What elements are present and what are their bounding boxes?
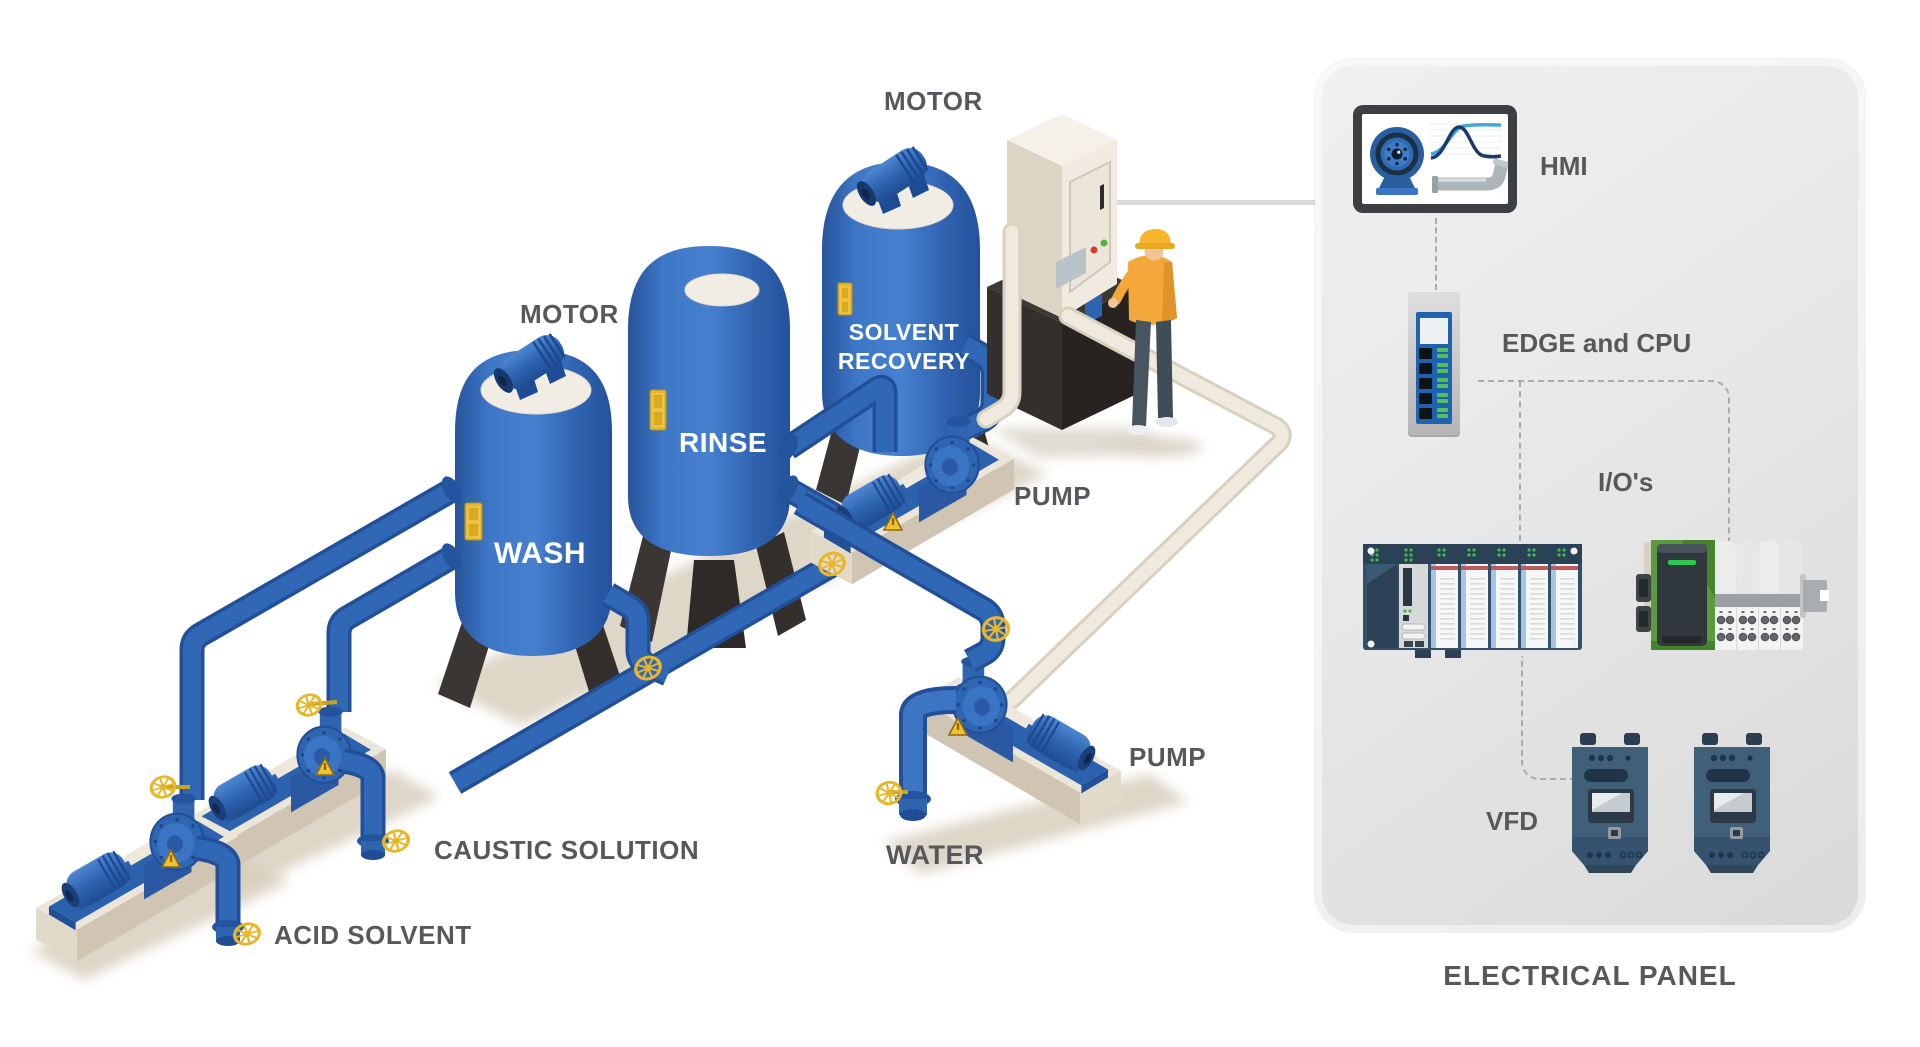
vfd-drive: [1693, 733, 1771, 874]
pump-label-water: PUMP: [1129, 742, 1207, 772]
status-led: [1668, 560, 1696, 565]
tank-motor-icon: [493, 333, 566, 400]
connector-line: [1117, 200, 1317, 205]
pump-label-solvent: PUMP: [1014, 481, 1092, 511]
pipe-icon: [1432, 158, 1508, 193]
worker: [1108, 229, 1178, 435]
water-label: WATER: [886, 840, 984, 870]
solvent-recovery-label: SOLVENT RECOVERY: [837, 319, 971, 374]
edge-cpu-label: EDGE and CPU: [1502, 328, 1692, 358]
electrical-panel-title: ELECTRICAL PANEL: [1443, 960, 1737, 991]
control-cabinet: [1007, 114, 1117, 318]
edge-display: [1420, 318, 1448, 344]
plc-rack: [1363, 544, 1582, 658]
dashed-connector-plc-vfd: [1521, 656, 1572, 780]
rinse-tank-label: RINSE: [679, 427, 768, 458]
acid-solvent-label: ACID SOLVENT: [274, 920, 472, 950]
tank-motor-icon: [856, 146, 929, 214]
valve-handwheel-icon: [147, 547, 1012, 949]
hmi-label: HMI: [1540, 151, 1588, 181]
vfd-label: VFD: [1486, 806, 1538, 836]
electrical-panel: HMI EDGE and CPU: [1315, 59, 1865, 932]
pump-icon: [1370, 127, 1424, 195]
vfd-drive: [1571, 733, 1649, 874]
remote-io-module: [1636, 540, 1829, 650]
wash-tank-label: WASH: [494, 537, 586, 570]
dashed-connector-edge-plc: [1519, 381, 1521, 541]
stop-button: [1090, 246, 1098, 254]
dashed-connector-edge-io: [1478, 380, 1730, 544]
io-label: I/O's: [1598, 467, 1654, 497]
motor-label-wash: MOTOR: [520, 299, 619, 329]
motor-label-solvent: MOTOR: [884, 86, 983, 116]
trend-curves-icon: [1430, 123, 1502, 160]
start-button: [1100, 239, 1108, 247]
plc-cpu-module: [1399, 564, 1428, 648]
wash-tank: [438, 333, 626, 708]
edge-cpu-device: [1408, 290, 1460, 437]
dashed-connector-hmi-edge: [1435, 218, 1437, 290]
caustic-solution-label: CAUSTIC SOLUTION: [434, 835, 700, 865]
hmi-monitor: [1353, 105, 1517, 213]
terminal-blocks: [1715, 541, 1803, 650]
white-pipes: [976, 222, 1292, 710]
hmi-screen: [1362, 114, 1508, 204]
plc-io-modules: [1431, 564, 1578, 648]
